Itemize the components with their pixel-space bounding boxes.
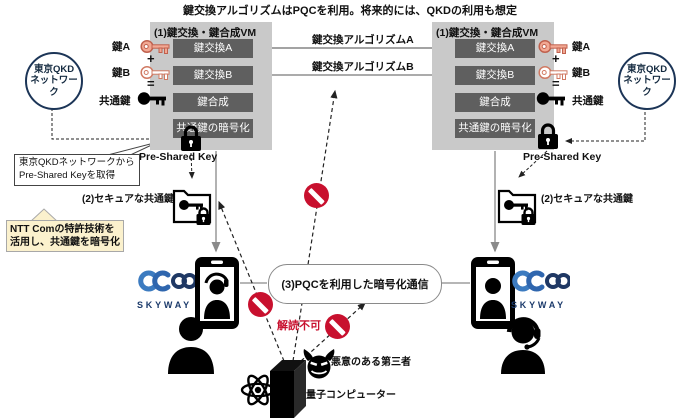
algorithm-b-label: 鍵交換アルゴリズムB <box>312 61 414 73</box>
vm-title-right: (1)鍵交換・鍵合成VM <box>436 27 539 39</box>
equals-operator-left: = <box>147 76 155 91</box>
equals-operator-right: = <box>552 76 560 91</box>
skyway-logo-left <box>138 270 196 292</box>
qkd-network-label-right-line2: ネットワーク <box>623 75 671 98</box>
qkd-network-label-left-line2: ネットワーク <box>30 75 78 98</box>
vm-panel-right: (1)鍵交換・鍵合成VM 鍵交換A 鍵交換B 鍵合成 共通鍵の暗号化 <box>432 22 554 150</box>
phone-icon-left <box>195 257 239 329</box>
key-b-label-right: 鍵B <box>572 67 591 79</box>
padlock-icon-left <box>181 125 201 151</box>
quantum-computer-icon <box>270 360 306 418</box>
diagram-title: 鍵交換アルゴリズムはPQCを利用。将来的には、QKDの利用も想定 <box>183 5 517 17</box>
plus-operator-left: + <box>147 51 155 66</box>
patent-note-line1: NTT Comの特許技術を <box>10 224 115 235</box>
key-a-label-left: 鍵A <box>112 41 131 53</box>
vm-step-key-synthesis-right: 鍵合成 <box>455 93 535 112</box>
person-icon-left <box>168 317 214 374</box>
prohibition-icon-left <box>248 292 273 317</box>
key-b-label-left: 鍵B <box>112 67 131 79</box>
key-b-icon-right <box>538 65 568 80</box>
common-key-icon-left <box>137 92 166 106</box>
skyway-wordmark-right: SKYWAY <box>511 300 566 310</box>
vm-step-key-exchange-b-left: 鍵交換B <box>173 66 253 85</box>
vm-step-key-exchange-a-left: 鍵交換A <box>173 39 253 58</box>
qkd-network-node-right: 東京QKD ネットワーク <box>618 52 676 110</box>
secure-key-label-right: (2)セキュアな共通鍵 <box>541 194 634 205</box>
vm-panel-left: (1)鍵交換・鍵合成VM 鍵交換A 鍵交換B 鍵合成 共通鍵の暗号化 <box>150 22 272 150</box>
qkd-callout-line1: 東京QKDネットワークから <box>19 157 135 168</box>
qkd-network-label-right-line1: 東京QKD <box>626 63 668 75</box>
phone-icon-right <box>471 257 515 329</box>
vm-step-key-synthesis-left: 鍵合成 <box>173 93 253 112</box>
vm-step-key-exchange-b-right: 鍵交換B <box>455 66 535 85</box>
common-key-icon-right <box>536 92 565 106</box>
qkd-network-node-left: 東京QKD ネットワーク <box>25 52 83 110</box>
plus-operator-right: + <box>552 51 560 66</box>
qkd-callout-line2: Pre-Shared Keyを取得 <box>19 169 116 181</box>
vm-title-left: (1)鍵交換・鍵合成VM <box>154 27 257 39</box>
prohibition-icon-right <box>325 314 350 339</box>
skyway-logo-right <box>512 270 570 292</box>
key-a-label-right: 鍵A <box>572 41 591 53</box>
qkd-callout: 東京QKDネットワークから Pre-Shared Keyを取得 <box>14 154 140 186</box>
folder-key-icon-left <box>172 189 212 225</box>
common-key-label-right: 共通鍵 <box>572 95 604 107</box>
skyway-wordmark-left: SKYWAY <box>137 300 192 310</box>
secure-key-label-left: (2)セキュアな共通鍵 <box>82 194 175 205</box>
prohibition-icon-top <box>304 183 329 208</box>
algorithm-a-label: 鍵交換アルゴリズムA <box>312 34 414 46</box>
pre-shared-key-label-right: Pre-Shared Key <box>523 151 602 163</box>
encrypted-channel-label: (3)PQCを利用した暗号化通信 <box>281 279 429 291</box>
attacker-label: 悪意のある第三者 <box>331 357 411 368</box>
patent-note-line2: 活用し、共通鍵を暗号化 <box>10 237 120 248</box>
qkd-network-label-left-line1: 東京QKD <box>33 63 75 75</box>
vm-step-key-encryption-left: 共通鍵の暗号化 <box>173 119 253 138</box>
person-headset-icon-right <box>501 317 545 374</box>
quantum-computer-label: 量子コンピューター <box>306 390 396 401</box>
devil-icon <box>303 349 335 379</box>
pre-shared-key-label-left: Pre-Shared Key <box>139 151 218 163</box>
vm-step-key-encryption-right: 共通鍵の暗号化 <box>455 119 535 138</box>
padlock-icon-right <box>538 123 558 149</box>
key-a-icon-right <box>538 39 568 54</box>
patent-note: NTT Comの特許技術を 活用し、共通鍵を暗号化 <box>6 220 124 252</box>
undecryptable-label: 解読不可 <box>277 320 321 332</box>
folder-key-icon-right <box>497 189 537 225</box>
key-a-icon-left <box>140 39 170 54</box>
common-key-label-left: 共通鍵 <box>99 95 131 107</box>
vm-step-key-exchange-a-right: 鍵交換A <box>455 39 535 58</box>
key-b-icon-left <box>140 65 170 80</box>
encrypted-channel-ellipse: (3)PQCを利用した暗号化通信 <box>268 264 442 304</box>
